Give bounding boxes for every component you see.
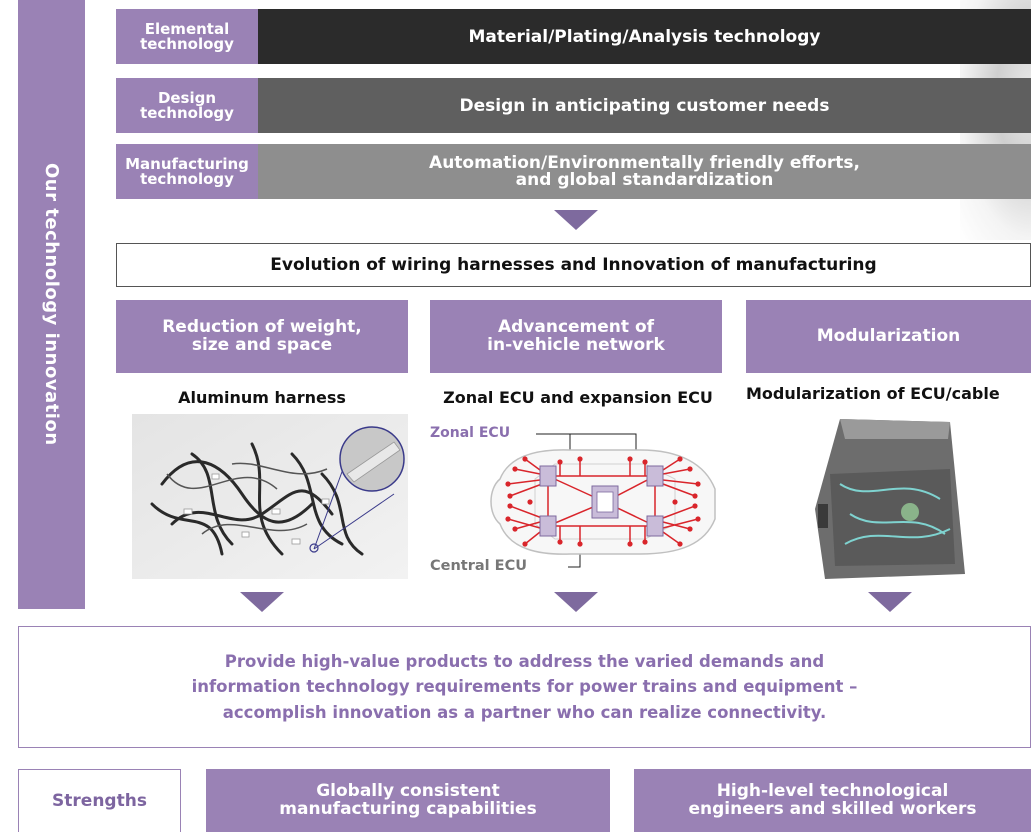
label-line: technology — [140, 169, 234, 188]
elemental-technology-label: Elemental technology — [116, 9, 258, 64]
value-statement-line: accomplish innovation as a partner who c… — [222, 702, 827, 722]
bar-text: and global standardization — [515, 169, 774, 190]
down-arrow-icon — [868, 592, 912, 612]
down-arrow-icon — [554, 592, 598, 612]
central-ecu-label: Central ECU — [430, 558, 528, 574]
strength-line: engineers and skilled workers — [688, 798, 977, 819]
strengths-label-box: Strengths — [18, 769, 181, 832]
strength-engineers: High-level technological engineers and s… — [634, 769, 1031, 832]
zonal-ecu-title: Zonal ECU and expansion ECU — [443, 387, 713, 407]
value-statement-line: Provide high-value products to address t… — [224, 651, 825, 671]
label-line: Elemental — [144, 19, 230, 38]
down-arrow-icon — [554, 210, 598, 230]
feature-line: size and space — [191, 334, 333, 355]
door-module-image — [815, 419, 965, 579]
aluminum-harness-title: Aluminum harness — [178, 387, 346, 407]
feature-line: Advancement of — [497, 316, 655, 337]
strength-line: Globally consistent — [316, 780, 500, 801]
down-arrow-icon — [240, 592, 284, 612]
zonal-ecu-diagram — [490, 433, 716, 568]
value-statement-box: Provide high-value products to address t… — [18, 626, 1031, 748]
evolution-text: Evolution of wiring harnesses and Innova… — [270, 255, 877, 275]
side-label-container: Our technology innovation — [18, 0, 85, 609]
feature-line: in-vehicle network — [487, 334, 665, 355]
feature-line: Modularization — [816, 326, 961, 346]
elemental-technology-bar: Material/Plating/Analysis technology — [258, 9, 1031, 64]
modularization-title: Modularization of ECU/cable — [746, 384, 1000, 403]
bar-text: Automation/Environmentally friendly effo… — [429, 152, 860, 173]
strength-line: High-level technological — [716, 780, 949, 801]
strength-line: manufacturing capabilities — [279, 798, 537, 819]
design-technology-label: Design technology — [116, 78, 258, 133]
label-line: Manufacturing — [125, 154, 249, 173]
side-bar — [18, 0, 85, 609]
label-line: technology — [140, 34, 234, 53]
design-technology-bar: Design in anticipating customer needs — [258, 78, 1031, 133]
strengths-label: Strengths — [52, 791, 147, 811]
zonal-ecu-label: Zonal ECU — [430, 425, 511, 441]
feature-line: Reduction of weight, — [162, 316, 362, 337]
bar-text: Design in anticipating customer needs — [459, 95, 830, 116]
bar-text: Material/Plating/Analysis technology — [468, 26, 821, 47]
evolution-box: Evolution of wiring harnesses and Innova… — [116, 243, 1031, 287]
strength-manufacturing: Globally consistent manufacturing capabi… — [206, 769, 610, 832]
feature-weight-reduction: Reduction of weight, size and space — [116, 300, 408, 373]
label-line: Design — [157, 88, 217, 107]
aluminum-harness-image — [132, 414, 408, 579]
label-line: technology — [140, 103, 234, 122]
feature-modularization: Modularization — [746, 300, 1031, 373]
manufacturing-technology-bar: Automation/Environmentally friendly effo… — [258, 144, 1031, 199]
side-label: Our technology innovation — [41, 163, 62, 446]
value-statement-line: information technology requirements for … — [191, 677, 858, 697]
manufacturing-technology-label: Manufacturing technology — [116, 144, 258, 199]
feature-network-advancement: Advancement of in-vehicle network — [430, 300, 722, 373]
